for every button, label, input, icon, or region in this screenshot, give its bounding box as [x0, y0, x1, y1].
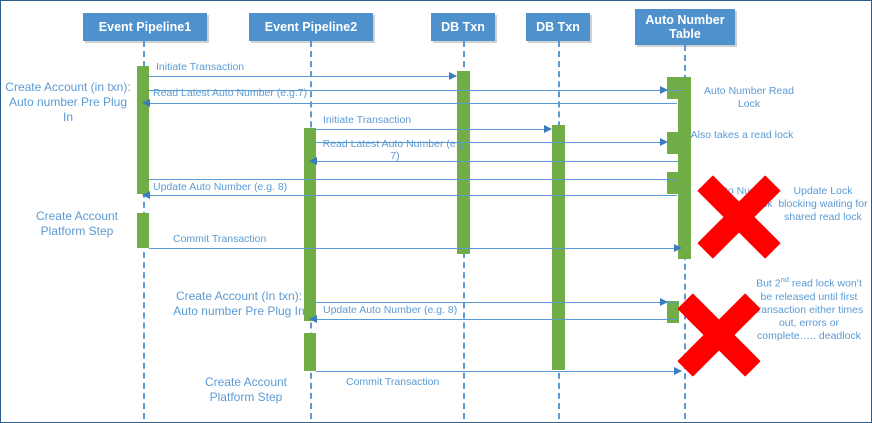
message-line-m1	[149, 76, 456, 77]
message-line-m2	[149, 103, 677, 104]
message-line-m8	[316, 371, 681, 372]
message-line-m6	[149, 248, 681, 249]
activation-auto-number-table-update2	[667, 301, 679, 323]
activation-auto-number-table-read2	[667, 132, 679, 154]
note-deadlock-part-b: read lock won’t be released until first …	[754, 277, 864, 342]
message-arrowhead-m3	[544, 124, 552, 133]
activation-auto-number-table-update1	[667, 172, 679, 194]
message-line-m1-return	[149, 90, 681, 91]
message-line-m7	[316, 302, 678, 303]
message-label-m4: Read Latest Auto Number (e.g. 7)	[322, 138, 468, 162]
inner-label-create-account-pre-plugin: Create Account (In txn): Auto number Pre…	[173, 289, 305, 318]
message-label-m7: Update Auto Number (e.g. 8)	[323, 304, 458, 316]
message-arrowhead-m7-out	[660, 297, 668, 306]
message-arrowhead-m3-to-table	[660, 137, 668, 146]
message-line-m3	[316, 129, 551, 130]
message-arrowhead-m1	[449, 71, 457, 80]
note-deadlock-part-a: But 2	[756, 277, 781, 290]
activation-db-txn-1	[457, 71, 470, 254]
participant-label: DB Txn	[536, 20, 580, 34]
left-label-create-account-platform-step: Create Account Platform Step	[35, 209, 119, 238]
message-arrowhead-m1-return	[660, 85, 668, 94]
message-arrowhead-m2	[142, 98, 150, 107]
activation-event-pipeline1-1	[137, 66, 149, 194]
message-arrowhead-m5	[142, 190, 150, 199]
activation-event-pipeline2-1	[304, 128, 316, 321]
note-auto-number-read-lock: Auto Number Read Lock	[704, 85, 794, 110]
note-also-takes-read-lock: Also takes a read lock	[690, 129, 794, 141]
activation-event-pipeline2-2	[304, 333, 316, 371]
message-label-m2: Read Latest Auto Number (e.g.7)	[153, 87, 308, 99]
participant-auto-number-table[interactable]: Auto Number Table	[635, 9, 735, 45]
red-x-deadlock	[673, 289, 765, 381]
message-line-m4	[316, 161, 678, 162]
note-update-lock-blocking: Update Lock blocking waiting for shared …	[778, 185, 868, 223]
left-label-create-account-pre-plugin: Create Account (in txn): Auto number Pre…	[5, 80, 131, 124]
message-label-m1: Initiate Transaction	[156, 61, 245, 73]
participant-db-txn-2[interactable]: DB Txn	[526, 13, 590, 41]
message-arrowhead-m8	[674, 366, 682, 375]
message-label-m6: Commit Transaction	[173, 233, 267, 245]
participant-db-txn-1[interactable]: DB Txn	[431, 13, 495, 41]
message-line-m5b	[149, 195, 677, 196]
message-label-m3: Initiate Transaction	[323, 114, 412, 126]
participant-label: Event Pipeline1	[98, 20, 192, 34]
message-label-m8: Commit Transaction	[346, 376, 440, 388]
participant-label: DB Txn	[441, 20, 485, 34]
participant-event-pipeline1[interactable]: Event Pipeline1	[83, 13, 207, 41]
message-arrowhead-m6	[674, 243, 682, 252]
note-deadlock-ordinal: nd	[780, 275, 789, 284]
message-arrowhead-m4	[309, 156, 317, 165]
message-label-m5: Update Auto Number (e.g. 8)	[153, 181, 288, 193]
message-arrowhead-m7	[309, 314, 317, 323]
message-line-m3-to-table	[316, 142, 666, 143]
activation-event-pipeline1-2	[137, 213, 149, 248]
red-x-blocked-update-lock	[693, 171, 785, 263]
message-line-m7b	[316, 319, 678, 320]
message-line-m5	[149, 179, 677, 180]
participant-event-pipeline2[interactable]: Event Pipeline2	[249, 13, 373, 41]
note-deadlock-explanation: But 2nd read lock won’t be released unti…	[751, 273, 867, 343]
participant-label: Event Pipeline2	[264, 20, 358, 34]
activation-auto-number-table-read1	[667, 77, 679, 99]
activation-auto-number-table-main	[678, 77, 691, 259]
activation-db-txn-2	[552, 125, 565, 370]
participant-label: Auto Number Table	[645, 13, 725, 41]
inner-label-create-account-platform-step: Create Account Platform Step	[204, 375, 288, 404]
